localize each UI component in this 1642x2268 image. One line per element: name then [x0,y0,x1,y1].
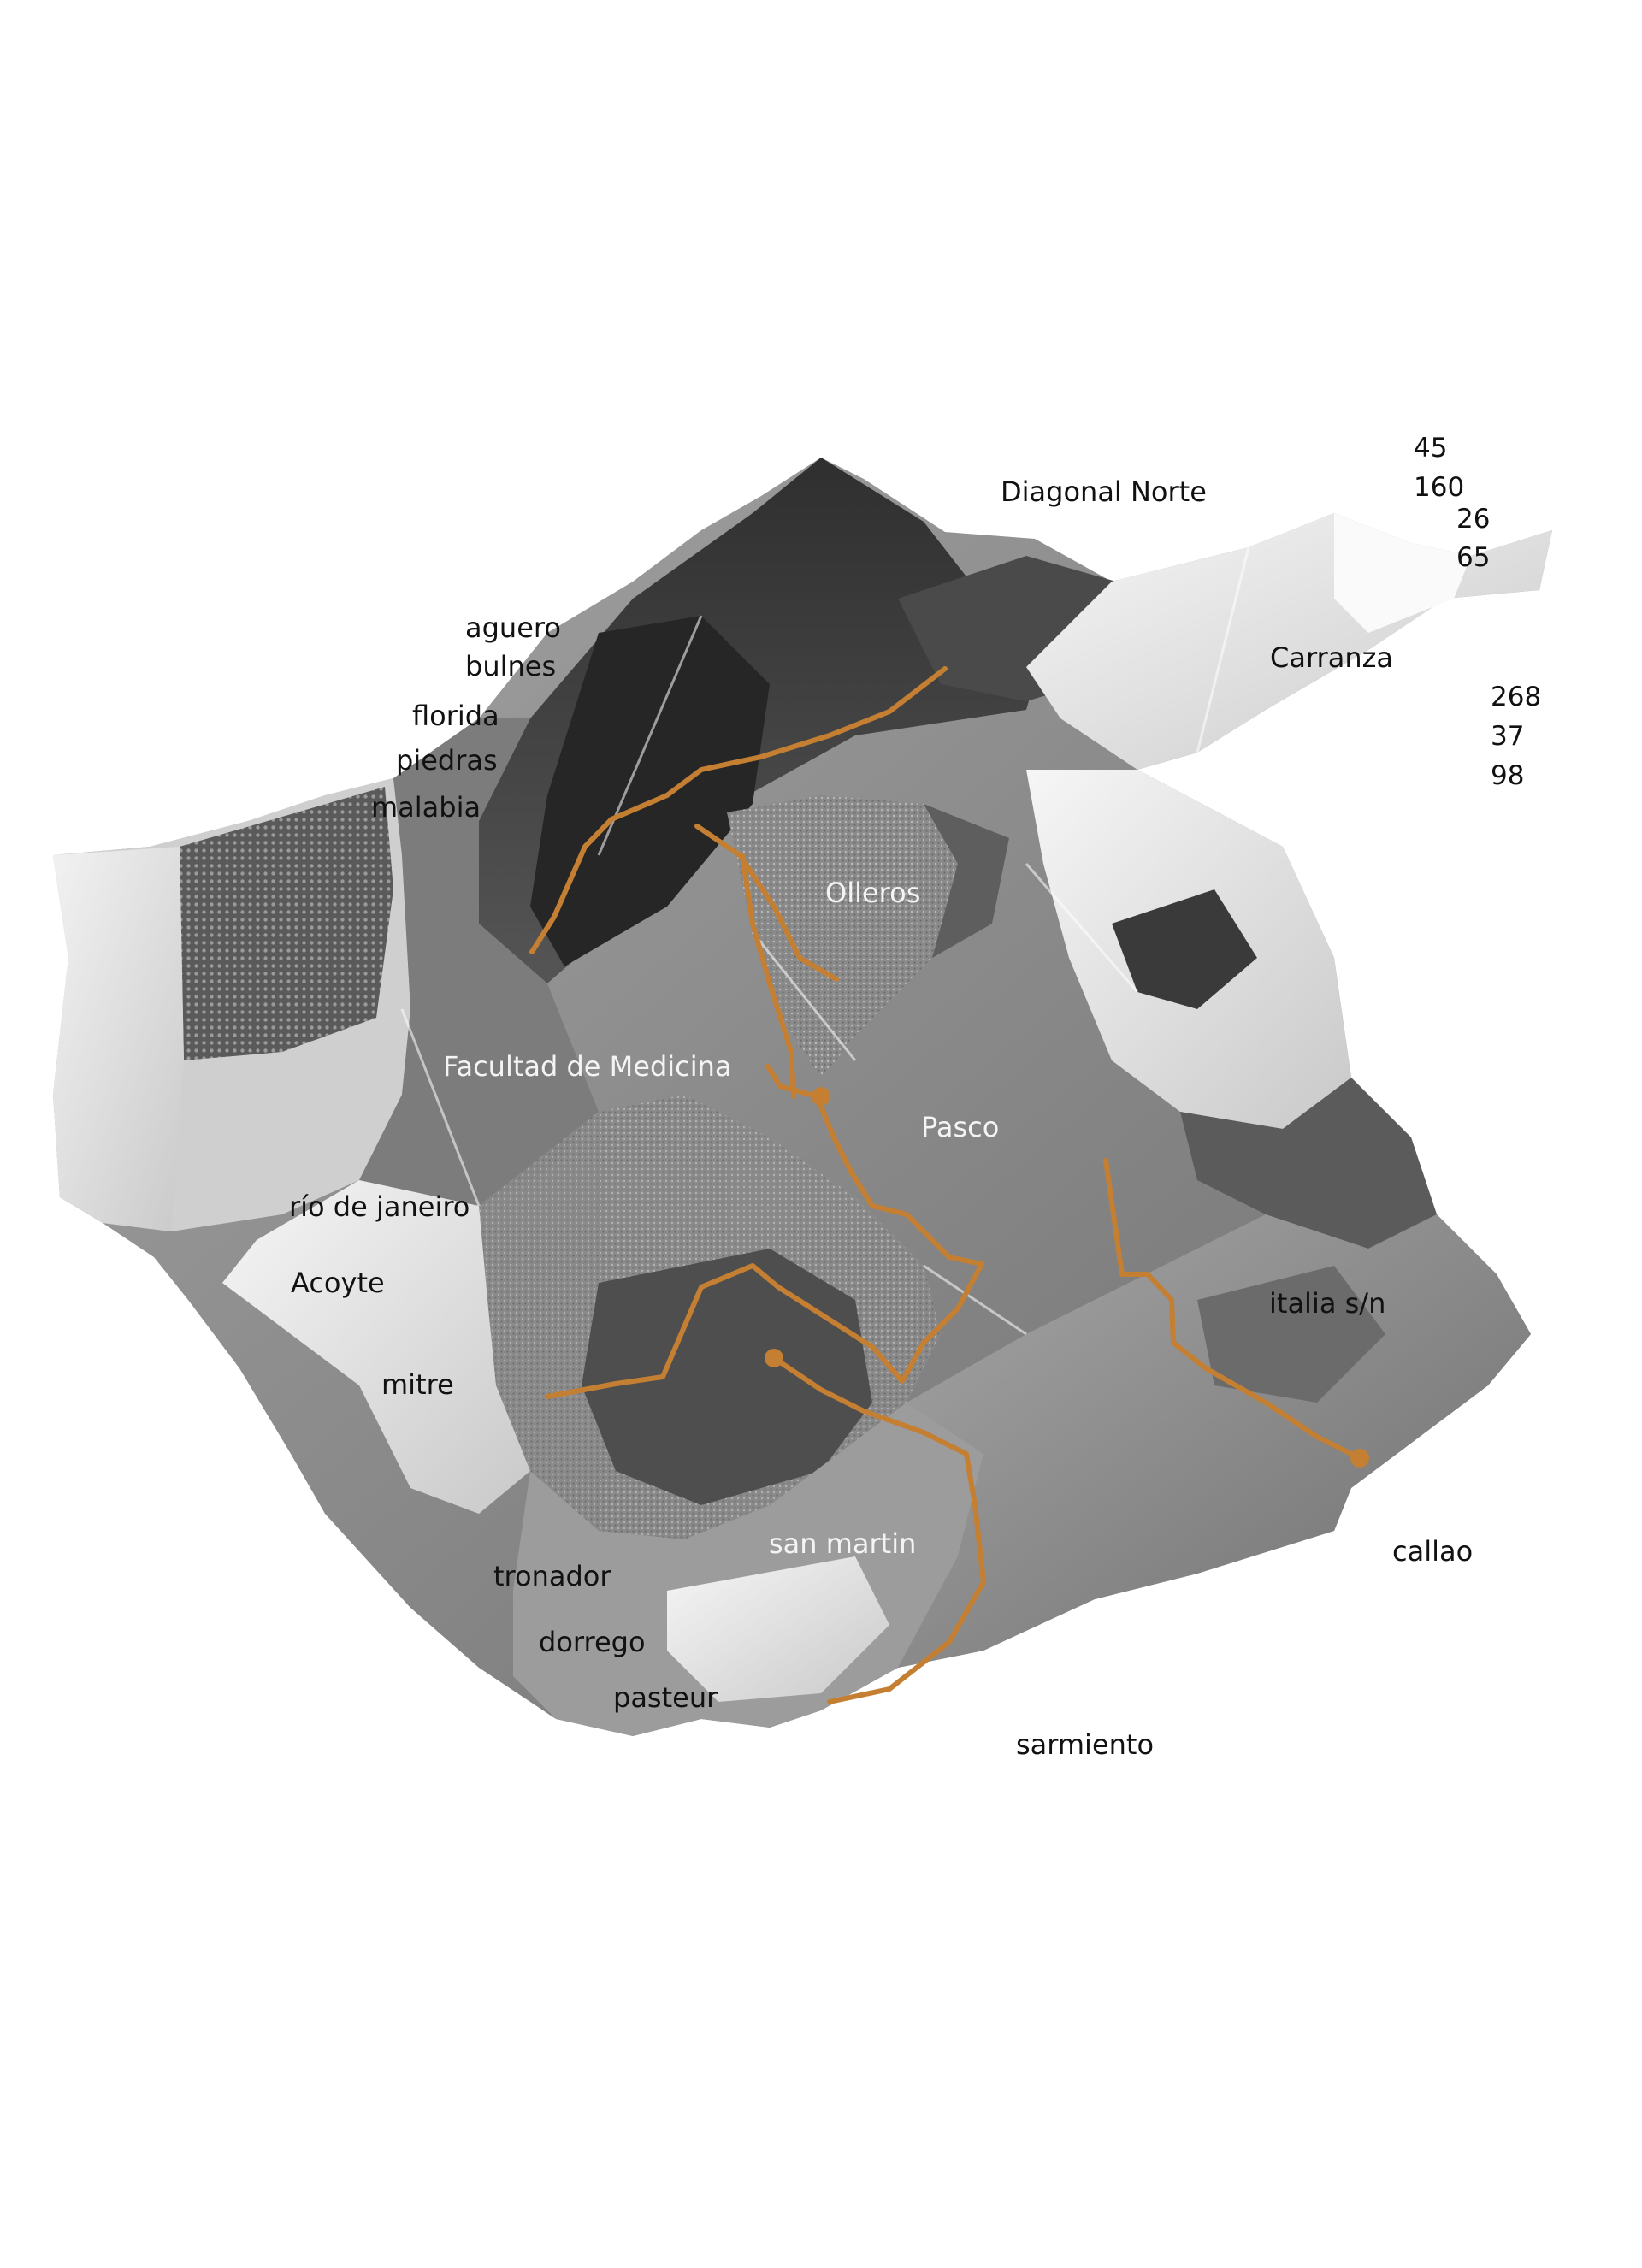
paper-fold [582,1249,872,1505]
paper-fold [180,787,393,1060]
label-piedras: piedras [396,744,498,777]
label-facultad-de-medicina: Facultad de Medicina [443,1050,732,1083]
paper-fold [359,718,599,1223]
bus-number: 37 [1491,721,1525,752]
paper-fold [727,795,958,1078]
label-malabia: malabia [371,791,481,824]
bus-number: 65 [1456,542,1491,573]
label-san-martin: san martin [769,1527,917,1560]
label-tronador: tronador [493,1560,611,1592]
label-rio-de-janeiro: río de janeiro [289,1190,470,1223]
route-line [694,824,839,982]
paper-fold [222,1180,530,1514]
label-italia-sn: italia s/n [1269,1287,1386,1320]
label-acoyte: Acoyte [291,1267,385,1299]
label-dorrego: dorrego [539,1626,646,1658]
bus-number: 268 [1491,682,1542,712]
label-olleros: Olleros [825,877,921,909]
label-pasco: Pasco [921,1111,1000,1143]
paper-fold [1334,513,1471,633]
label-sarmiento: sarmiento [1016,1728,1155,1761]
paper-fold [924,804,1009,958]
label-aguero: aguero [465,611,561,644]
route-stop-marker [765,1349,783,1367]
route-stop-marker [1350,1449,1369,1468]
label-mitre: mitre [381,1368,454,1401]
paper-fold [1112,889,1257,1009]
bus-number: 98 [1491,760,1525,791]
paper-fold [513,1403,983,1736]
route-line [1103,1158,1362,1461]
label-diagonal-norte: Diagonal Norte [1001,475,1207,508]
route-line [771,1355,986,1704]
route-line [529,666,948,954]
label-bulnes: bulnes [465,650,557,682]
route-line [545,1064,984,1399]
label-callao: callao [1392,1535,1474,1568]
label-carranza: Carranza [1270,641,1393,674]
paper-fold [530,616,770,966]
bus-number: 45 [1414,433,1448,464]
label-pasteur: pasteur [613,1681,718,1714]
paper-fold [1197,1266,1385,1403]
bus-number: 160 [1414,472,1465,503]
route-stop-marker [812,1087,830,1106]
paper-fold [667,1556,889,1702]
route-line [740,853,796,1099]
paper-fold [53,847,184,1231]
label-florida: florida [412,700,499,732]
bus-number: 26 [1456,504,1491,535]
paper-fold [1180,1078,1437,1249]
